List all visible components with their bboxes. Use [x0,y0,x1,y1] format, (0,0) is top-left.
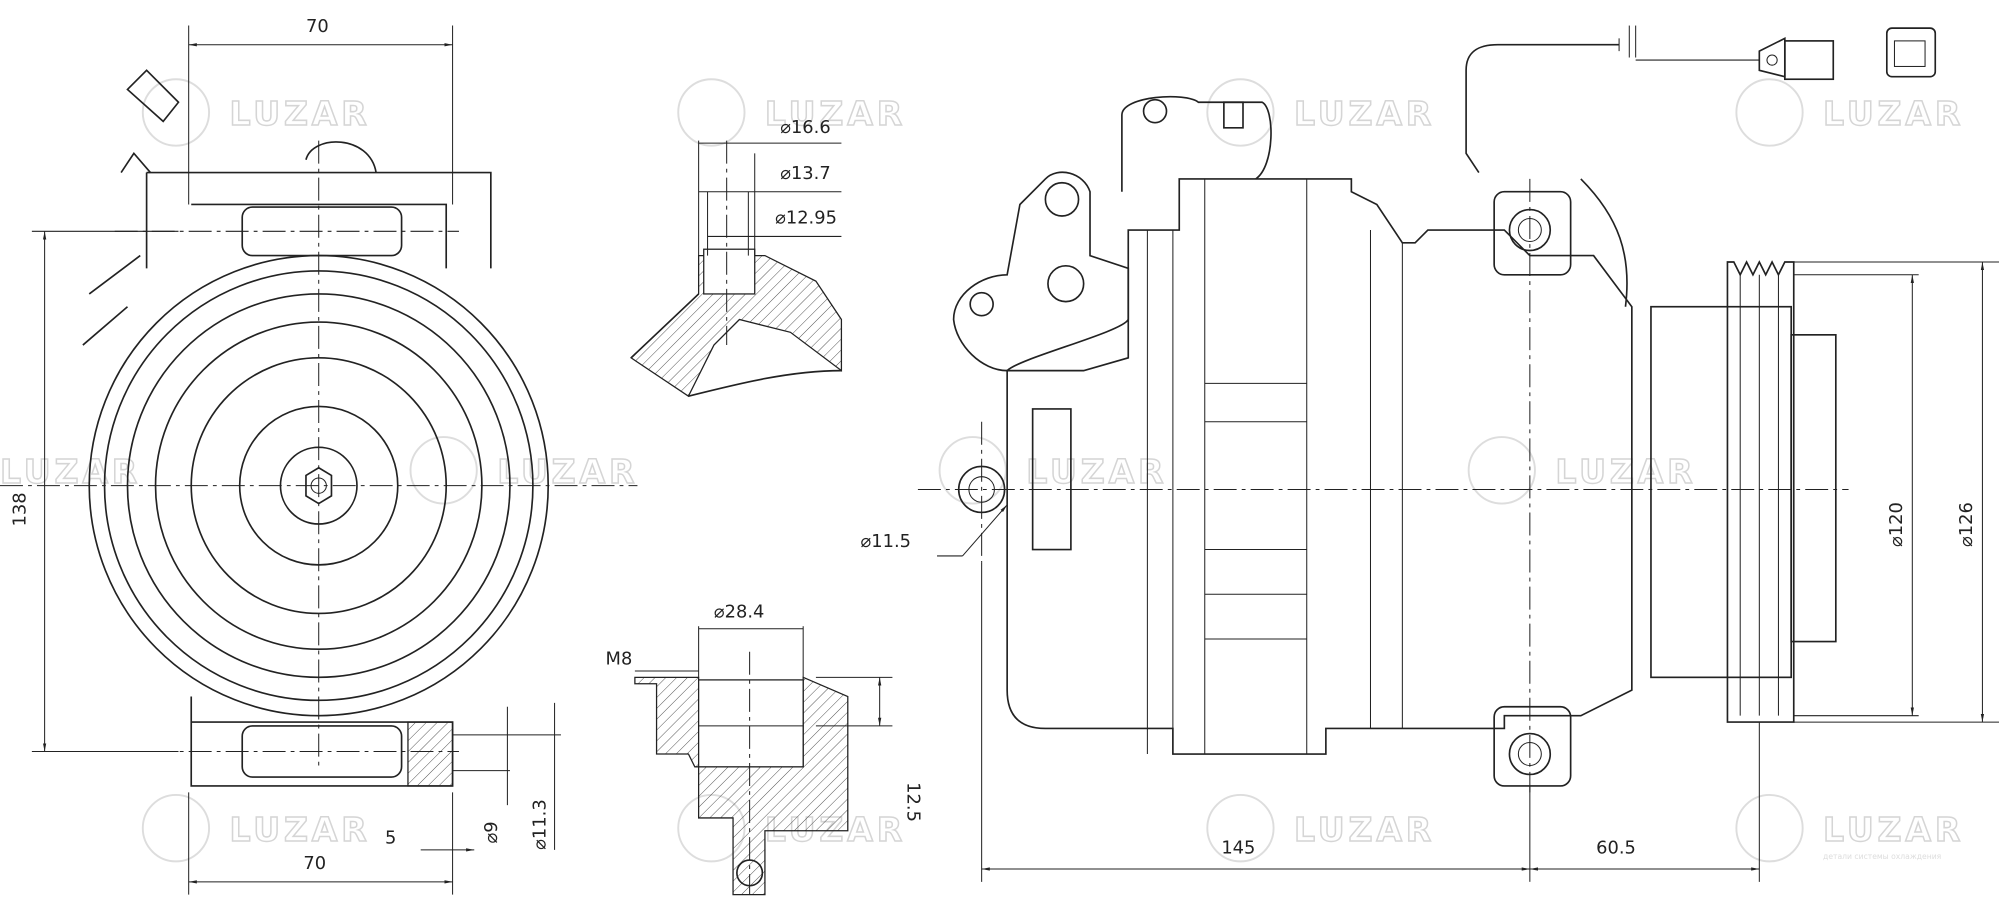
dim-d16-6: ⌀16.6 [780,117,830,138]
dim-d12-95: ⌀12.95 [775,208,837,229]
svg-text:LUZAR: LUZAR [1294,810,1435,849]
svg-text:LUZAR: LUZAR [497,452,638,491]
dim-width-top: 70 [306,16,329,37]
svg-text:LUZAR: LUZAR [765,94,906,133]
dim-60-5: 60.5 [1596,838,1636,859]
watermarks: LUZAR LUZAR LUZAR LUZAR LUZAR LUZAR LUZA… [0,78,1964,863]
dim-m8: M8 [606,649,633,670]
svg-text:LUZAR: LUZAR [229,810,370,849]
svg-text:LUZAR: LUZAR [1026,452,1167,491]
watermark-brand: LUZAR [1823,810,1964,849]
dim-offset-5: 5 [385,827,396,848]
dim-width-bottom: 70 [303,853,326,874]
watermark-logo: LUZAR [229,94,370,133]
port-detail-top: ⌀16.6 ⌀13.7 ⌀12.95 [630,117,843,398]
svg-text:LUZAR: LUZAR [1555,452,1696,491]
side-view [917,25,1937,793]
front-view [0,69,638,787]
dim-d11-3: ⌀11.3 [530,799,551,850]
side-dimensions: ⌀11.5 145 60.5 ⌀120 ⌀126 [861,261,1999,882]
dim-height: 138 [10,492,31,526]
dim-d28-4: ⌀28.4 [714,601,764,622]
svg-text:LUZAR: LUZAR [1294,94,1435,133]
svg-text:LUZAR: LUZAR [1823,94,1964,133]
dim-d11-5: ⌀11.5 [861,531,911,552]
port-detail-bottom: ⌀28.4 M8 12.5 [606,601,924,896]
dim-d13-7: ⌀13.7 [780,163,830,184]
dim-d120: ⌀120 [1886,502,1907,547]
svg-text:LUZAR: LUZAR [0,452,141,491]
dim-d126: ⌀126 [1956,502,1977,547]
dim-12-5: 12.5 [903,782,924,822]
dim-145: 145 [1221,838,1255,859]
front-dimensions: 70 138 70 5 ⌀9 ⌀11.3 [10,16,561,895]
dim-d9: ⌀9 [481,821,502,843]
watermark-tagline: детали системы охлаждения [1823,852,1941,861]
